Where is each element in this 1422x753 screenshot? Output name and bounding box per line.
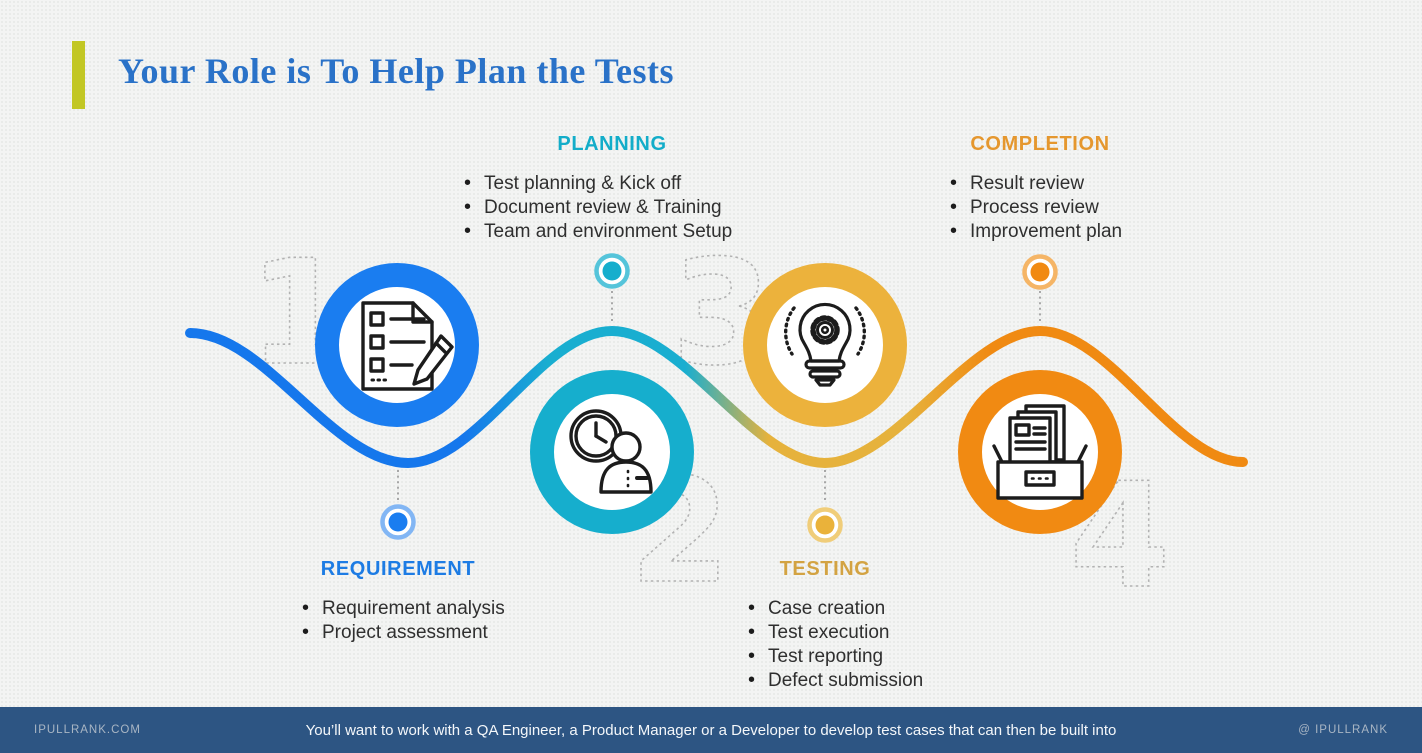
- list-item: Improvement plan: [948, 219, 1122, 244]
- archive-documents-icon: [992, 404, 1088, 500]
- planning-item-list: Test planning & Kick off Document review…: [462, 171, 732, 244]
- list-item: Requirement analysis: [300, 596, 505, 621]
- title-accent-bar: [72, 41, 85, 109]
- requirement-marker-dot: [380, 504, 416, 540]
- footer-site-url: IPULLRANK.COM: [34, 724, 141, 736]
- testing-marker-dot: [807, 507, 843, 543]
- list-item: Defect submission: [746, 668, 923, 693]
- list-item: Test execution: [746, 620, 923, 645]
- footer-note: You’ll want to work with a QA Engineer, …: [305, 721, 1117, 739]
- list-item: Team and environment Setup: [462, 219, 732, 244]
- completion-marker-dot: [1022, 254, 1058, 290]
- lightbulb-gear-icon: [784, 302, 866, 387]
- testing-item-list: Case creation Test execution Test report…: [746, 596, 923, 693]
- planning-marker-dot: [594, 253, 630, 289]
- footer-handle: @ IPULLRANK: [1298, 724, 1388, 736]
- footer-bar: IPULLRANK.COM You’ll want to work with a…: [0, 707, 1422, 753]
- list-item: Case creation: [746, 596, 923, 621]
- stage-label-completion: COMPLETION: [970, 133, 1110, 155]
- list-item: Test reporting: [746, 644, 923, 669]
- list-item: Project assessment: [300, 620, 505, 645]
- clock-person-icon: [569, 409, 653, 494]
- page-title: Your Role is To Help Plan the Tests: [118, 51, 674, 91]
- completion-item-list: Result review Process review Improvement…: [948, 171, 1122, 244]
- list-item: Document review & Training: [462, 195, 732, 220]
- list-item: Process review: [948, 195, 1122, 220]
- stage-label-planning: PLANNING: [557, 133, 667, 155]
- list-item: Result review: [948, 171, 1122, 196]
- requirement-item-list: Requirement analysis Project assessment: [300, 596, 505, 645]
- stage-circle-requirement: [315, 263, 479, 427]
- stage-label-requirement: REQUIREMENT: [320, 558, 476, 580]
- stage-circle-testing: [743, 263, 907, 427]
- stage-circle-planning: [530, 370, 694, 534]
- stage-circle-completion: [958, 370, 1122, 534]
- checklist-pen-icon: [361, 301, 454, 391]
- stage-label-testing: TESTING: [779, 558, 871, 580]
- list-item: Test planning & Kick off: [462, 171, 732, 196]
- process-wave-line: [185, 325, 1248, 469]
